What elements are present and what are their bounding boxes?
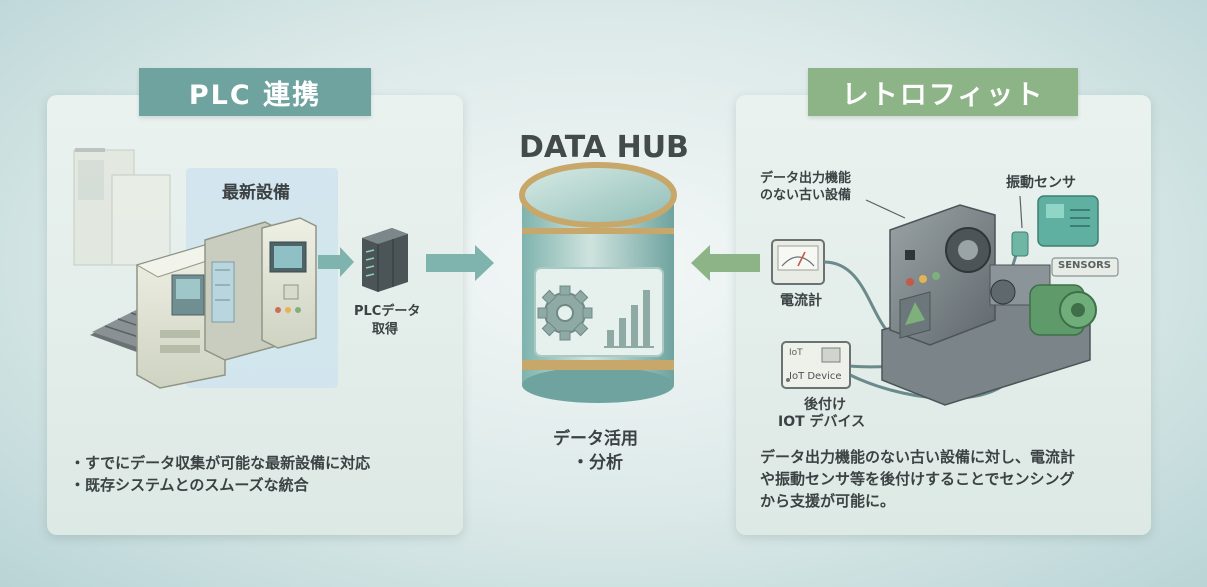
sensors-tag: SENSORS	[1058, 260, 1112, 271]
production-machine-cabinet	[261, 217, 317, 349]
retrofit-description: データ出力機能のない古い設備に対し、電流計 や振動センサ等を後付けすることでセン…	[760, 446, 1075, 512]
data-hub-title: DATA HUB	[519, 130, 689, 165]
ammeter-icon	[771, 239, 825, 285]
vibration-sensor-label: 振動センサ	[1006, 175, 1076, 191]
plc-data-label-line1: PLCデータ	[354, 304, 421, 319]
vibration-sensor-icon	[1011, 195, 1099, 257]
plc-bullet-list: ・すでにデータ収集が可能な最新設備に対応 ・既存システムとのスムーズな統合	[70, 452, 370, 496]
retrofit-banner: レトロフィット	[808, 68, 1078, 116]
background-machine	[73, 148, 171, 266]
retrofit-description-line2: や振動センサ等を後付けすることでセンシング	[760, 470, 1075, 488]
data-hub-cylinder	[519, 162, 677, 403]
bar-chart-icon	[607, 290, 650, 346]
plc-bullet-2: ・既存システムとのスムーズな統合	[70, 476, 309, 494]
vibration-sensor-leader	[1019, 195, 1023, 229]
arrow-plc-to-hub	[426, 245, 494, 281]
old-equipment-label-line2: のない古い設備	[760, 188, 852, 203]
plc-bullet-1: ・すでにデータ収集が可能な最新設備に対応	[70, 454, 371, 472]
iot-retrofit-label-line1: 後付け	[804, 397, 846, 413]
old-equipment-leader	[865, 199, 906, 219]
plc-banner: PLC 連携	[139, 68, 371, 116]
arrow-retrofit-to-hub	[691, 245, 760, 281]
iot-device-icon	[781, 341, 851, 389]
arrow-to-plc	[318, 247, 354, 277]
plc-data-label-line2: 取得	[372, 322, 399, 337]
old-equipment-label-line1: データ出力機能	[760, 171, 852, 186]
sensors-tag-box	[1051, 257, 1119, 277]
plc-module-icon	[362, 228, 408, 292]
data-hub-caption-line2: ・分析	[572, 453, 623, 473]
retrofit-description-line3: から支援が可能に。	[760, 492, 896, 510]
iot-small-label: IoT	[789, 348, 803, 358]
data-hub-caption-line1: データ活用	[553, 429, 638, 449]
old-equipment-lathe	[881, 204, 1091, 406]
retrofit-description-line1: データ出力機能のない古い設備に対し、電流計	[760, 448, 1076, 466]
latest-equipment-label: 最新設備	[222, 183, 290, 203]
iot-device-label: IoT Device	[789, 371, 842, 382]
ammeter-label: 電流計	[780, 293, 822, 309]
iot-retrofit-label-line2: IOT デバイス	[778, 414, 866, 430]
production-machine-front	[135, 244, 227, 389]
motor-icon	[1029, 284, 1097, 336]
gear-icon	[537, 285, 593, 341]
